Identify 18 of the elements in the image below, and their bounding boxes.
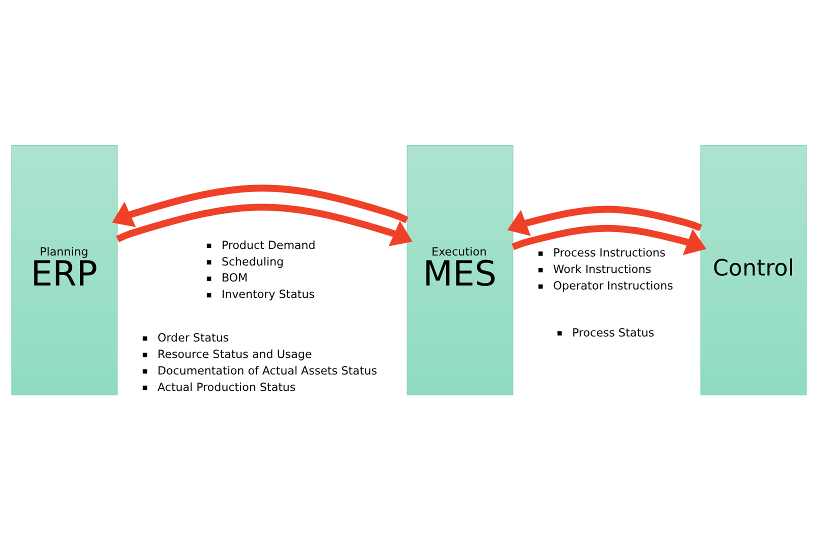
label: Inventory Status: [222, 288, 315, 302]
label: Order Status: [158, 331, 229, 344]
label: Process Instructions: [553, 246, 666, 260]
label: Product Demand: [222, 238, 316, 252]
label: Resource Status and Usage: [158, 348, 312, 361]
node-box: Execution MES: [406, 145, 514, 396]
arrow: [112, 184, 408, 228]
node-box: Planning ERP: [11, 145, 118, 396]
arrow: [507, 206, 702, 236]
label: Work Instructions: [553, 263, 652, 276]
node-box: Control: [700, 145, 807, 396]
label: Scheduling: [222, 255, 284, 268]
label: Operator Instructions: [553, 280, 674, 293]
arrow: [116, 204, 412, 246]
label: Actual Production Status: [158, 380, 296, 394]
label: Process Status: [572, 326, 654, 340]
label: Documentation of Actual Assets Status: [158, 364, 378, 378]
label: BOM: [222, 272, 248, 285]
